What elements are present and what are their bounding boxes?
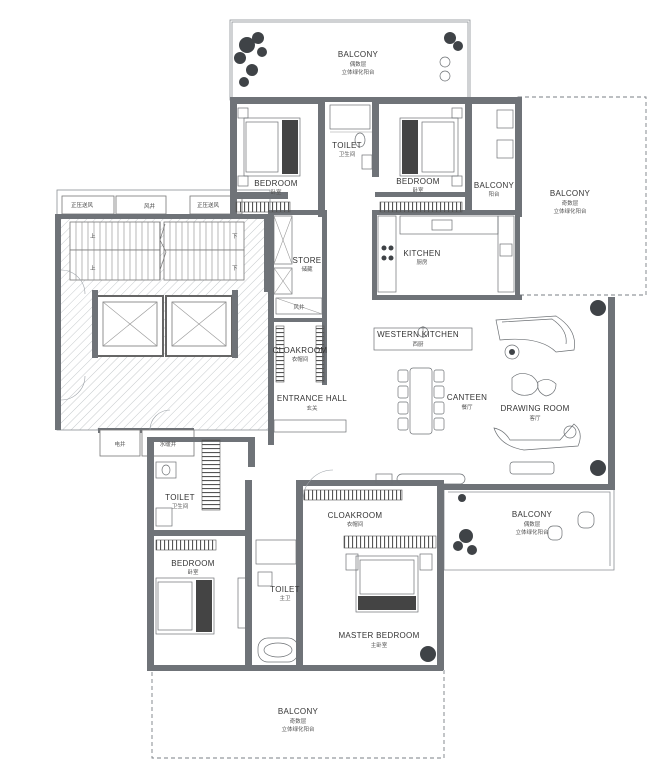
drawing-room-label: DRAWING ROOM [500,404,569,413]
cloakroom-s-sub: 衣帽间 [347,520,364,528]
bedroom-sw-furniture [155,539,249,635]
balcony-east-sub2: 立体绿化阳台 [553,207,587,215]
master-bedroom-label: MASTER BEDROOM [338,631,419,640]
balcony-bottom-label: BALCONY [278,707,319,716]
toilet-w-label: TOILET [165,493,195,502]
toilet-master-sub: 主卫 [279,594,291,602]
balcony-small-fixtures [496,109,514,159]
stair-up-label-1: 上 [90,232,96,240]
cloakroom-w-label: CLOAKROOM [273,346,328,355]
western-kitchen-sub: 西厨 [412,341,424,348]
toilet-w-sub: 卫生间 [172,502,189,510]
stair-up-label-2: 上 [90,264,96,272]
balcony-top-label: BALCONY [338,50,379,59]
drawing-room-sub: 客厅 [529,414,541,422]
balcony-top-sub2: 立体绿化阳台 [341,68,375,76]
stair-down-label-2: 下 [232,265,238,272]
balcony-se-sub1: 偶数层 [524,520,541,528]
store-cloak-fixtures [273,215,347,433]
core-area [55,189,271,457]
kitchen-sub: 厨房 [416,258,428,266]
balcony-se-outline [443,487,615,571]
wardrobe-nw [235,201,291,213]
dining-furniture [373,326,473,435]
bedroom-n-sub: 卧室 [412,186,424,194]
bedroom-nw-label: BEDROOM [254,179,297,188]
balcony-top-outline [229,19,471,101]
toilet-master-label: TOILET [270,585,300,594]
bedroom-sw-sub: 卧室 [187,568,199,576]
bedroom-n-furniture [379,107,463,213]
walls [147,97,615,671]
toilet-w-fixtures [155,439,221,527]
canteen-label: CANTEEN [447,393,487,402]
balcony-se-label: BALCONY [512,510,553,519]
store-sub: 储藏 [301,265,313,273]
balcony-top-plants [234,32,463,87]
entrance-hall-sub: 玄关 [306,404,318,412]
cloakroom-s-label: CLOAKROOM [328,511,383,520]
stair-down-label-1: 下 [232,233,238,240]
balcony-small-label: BALCONY [474,181,515,190]
electric-well-label: 电井 [114,440,126,448]
kitchen-label: KITCHEN [403,249,440,258]
balcony-bottom-sub1: 奇数层 [290,717,307,725]
bedroom-nw-furniture [237,107,301,187]
toilet-n-label: TOILET [332,141,362,150]
balcony-east-label: BALCONY [550,189,591,198]
bedroom-sw-label: BEDROOM [171,559,214,568]
entrance-hall-label: ENTRANCE HALL [277,394,347,403]
toilet-n-fixtures [329,104,373,170]
balcony-se-sub2: 立体绿化阳台 [515,528,549,536]
store-label: STORE [293,256,322,265]
master-suite-furniture [302,469,437,662]
canteen-sub: 餐厅 [461,403,473,411]
balcony-small-sub: 阳台 [488,190,500,198]
kitchen-furniture [377,215,515,293]
bedroom-n-label: BEDROOM [396,177,439,186]
cloakroom-w-sub: 衣帽间 [292,355,309,363]
toilet-n-sub: 卫生间 [339,150,356,158]
smoke-supply-right-label: 正压送风 [197,201,220,209]
balcony-se-plants [453,494,595,555]
western-kitchen-label: WESTERN KITCHEN [377,330,459,339]
bedroom-nw-sub: 卧室 [270,188,282,196]
air-shaft-label: 风井 [293,303,305,311]
drawing-room-furniture [375,300,606,485]
balcony-bottom-sub2: 立体绿化阳台 [281,725,315,733]
balcony-top-sub1: 偶数层 [350,60,367,68]
master-bedroom-sub: 主卧室 [371,641,388,649]
core-air-shaft-label: 风井 [144,202,156,210]
smoke-supply-left-label: 正压送风 [71,201,94,209]
water-well-label: 水暖井 [160,440,177,448]
balcony-east-sub1: 奇数层 [562,199,579,207]
toilet-master-fixtures [255,539,299,663]
